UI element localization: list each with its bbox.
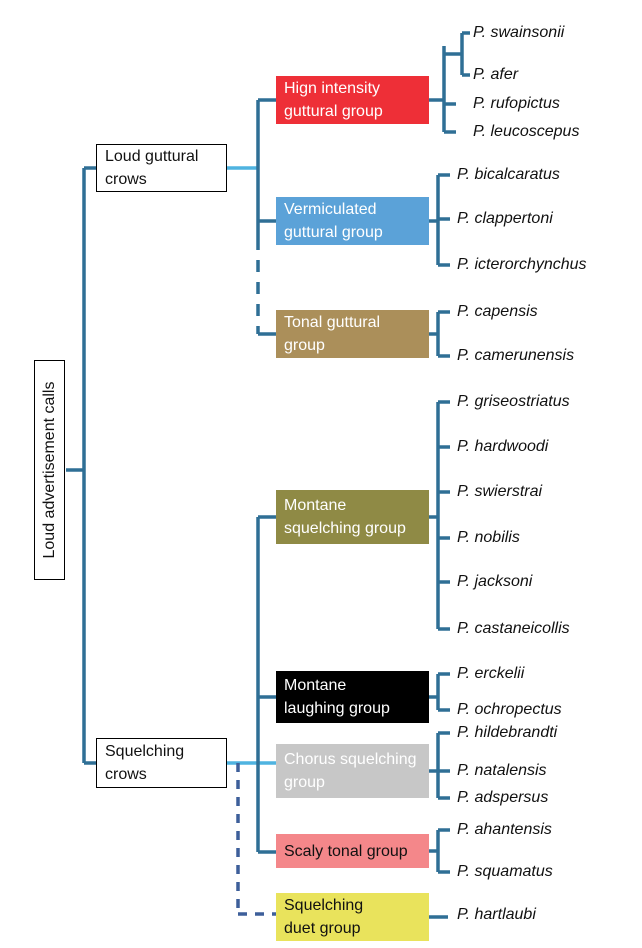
species-label: P. jacksoni xyxy=(457,573,533,590)
species-label: P. erckelii xyxy=(457,665,525,682)
level1-label-line: crows xyxy=(105,171,147,188)
group-label-line: guttural group xyxy=(284,224,383,241)
species-label: P. nobilis xyxy=(457,529,520,546)
species-label: P. capensis xyxy=(457,303,538,320)
group-label-line: Scaly tonal group xyxy=(284,842,408,860)
group-label-line: Squelching xyxy=(284,897,364,914)
species-label: P. swierstrai xyxy=(457,483,543,500)
species-label: P. clappertoni xyxy=(457,210,553,227)
species-label: P. leucoscepus xyxy=(473,123,580,140)
species-label: P. icterorchynchus xyxy=(457,256,587,273)
group-label-line: Tonal guttural xyxy=(284,314,381,331)
group-label-line: duet group xyxy=(284,920,361,937)
group-box-4: Montane squelching group xyxy=(276,490,429,544)
group-label-line: guttural group xyxy=(284,103,383,120)
species-label: P. hartlaubi xyxy=(457,906,536,923)
group-label-line: squelching group xyxy=(284,520,406,537)
species-label: P. bicalcaratus xyxy=(457,166,560,183)
group-box-6: Chorus squelching group xyxy=(276,744,429,798)
species-label: P. rufopictus xyxy=(473,95,560,112)
loud-guttural-crows-box: Loud guttural crows xyxy=(96,144,227,192)
group-box-7: Scaly tonal group xyxy=(276,834,429,868)
group-box-2: Vermiculated guttural group xyxy=(276,197,429,245)
group-box-8: Squelching duet group xyxy=(276,893,429,941)
group-label-line: Vermiculated xyxy=(284,201,377,218)
species-label: P. camerunensis xyxy=(457,347,575,364)
group-label-line: laughing group xyxy=(284,700,390,717)
group-label-line: group xyxy=(284,774,325,791)
species-label: P. adspersus xyxy=(457,789,549,806)
species-label: P. swainsonii xyxy=(473,24,565,41)
group-box-3: Tonal guttural group xyxy=(276,310,429,358)
group-label-line: group xyxy=(284,337,325,354)
group-label-line: Chorus squelching xyxy=(284,751,417,768)
species-label: P. griseostriatus xyxy=(457,393,570,410)
group-box-1: Hign intensity guttural group xyxy=(276,76,429,124)
species-label: P. hardwoodi xyxy=(457,438,549,455)
root-label: Loud advertisement calls xyxy=(40,381,58,559)
group-box-5: Montane laughing group xyxy=(276,671,429,723)
species-label: P. ochropectus xyxy=(457,701,562,718)
species-label: P. castaneicollis xyxy=(457,620,570,637)
root-box: Loud advertisement calls xyxy=(34,360,65,580)
squelching-crows-box: Squelching crows xyxy=(96,738,227,788)
group-label-line: Hign intensity xyxy=(284,80,381,97)
species-label: P. afer xyxy=(473,66,519,83)
level1-label-line: Squelching xyxy=(105,743,185,760)
species-label: P. squamatus xyxy=(457,863,553,880)
level1-label-line: Loud guttural xyxy=(105,148,199,165)
group-label-line: Montane xyxy=(284,497,347,514)
species-label: P. natalensis xyxy=(457,762,547,779)
species-label: P. hildebrandti xyxy=(457,724,558,741)
species-label: P. ahantensis xyxy=(457,821,552,838)
level1-label-line: crows xyxy=(105,766,147,783)
group-label-line: Montane xyxy=(284,677,347,694)
